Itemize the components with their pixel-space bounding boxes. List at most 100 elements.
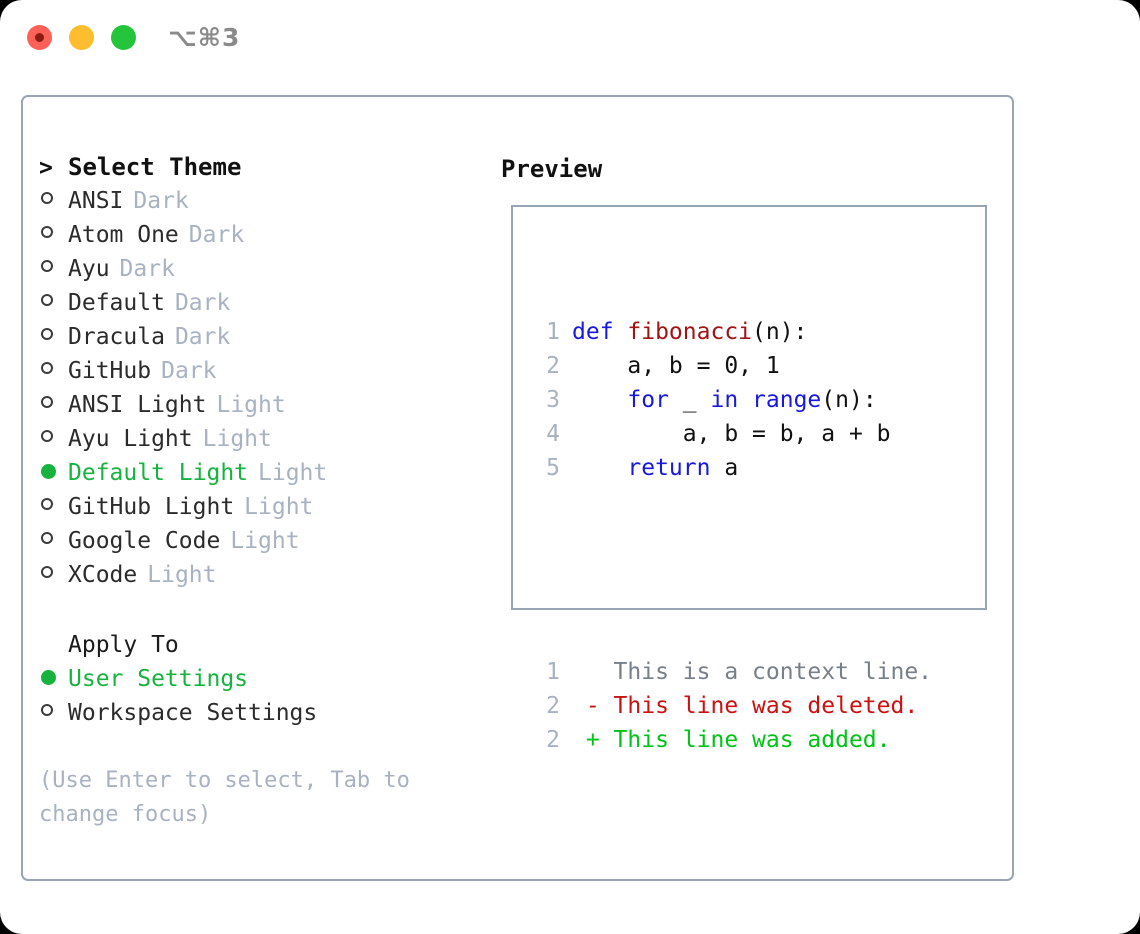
- theme-option-variant: Dark: [161, 358, 217, 384]
- theme-option-label: ANSI Light: [68, 392, 207, 418]
- theme-option-variant: Light: [216, 392, 286, 418]
- theme-option[interactable]: Ayu Light Light: [39, 422, 489, 456]
- code-token: This is a context line.: [572, 659, 933, 685]
- code-token: return: [627, 455, 711, 481]
- theme-option[interactable]: Dracula Dark: [39, 320, 489, 354]
- list-spacer: [39, 592, 489, 628]
- line-number: 5: [546, 455, 560, 481]
- apply-to-title: Apply To: [68, 632, 179, 658]
- theme-option-variant: Light: [202, 426, 272, 452]
- theme-option[interactable]: Default Light Light: [39, 456, 489, 490]
- theme-option[interactable]: Default Dark: [39, 286, 489, 320]
- line-content: return a: [572, 451, 738, 485]
- caret-icon: >: [39, 155, 53, 181]
- theme-option-label: Ayu Light: [68, 426, 193, 452]
- line-number: 2: [546, 353, 560, 379]
- maximize-button[interactable]: [111, 25, 136, 50]
- diff-block: 1 This is a context line.2 - This line w…: [530, 655, 932, 757]
- line-number: 2: [546, 727, 560, 753]
- code-token: a: [710, 455, 739, 481]
- code-line: 3 for _ in range(n):: [530, 383, 932, 417]
- code-token: fibonacci: [627, 319, 753, 345]
- code-token: range: [752, 387, 822, 413]
- minimize-button[interactable]: [69, 25, 94, 50]
- code-line: 5 return a: [530, 451, 932, 485]
- theme-option[interactable]: GitHub Light Light: [39, 490, 489, 524]
- keyboard-hint: (Use Enter to select, Tab to change focu…: [39, 768, 424, 827]
- code-token: a, b = b, a + b: [572, 421, 891, 447]
- line-content: + This line was added.: [572, 723, 891, 757]
- window-controls: [27, 25, 136, 50]
- code-line: 4 a, b = b, a + b: [530, 417, 932, 451]
- theme-option-variant: Light: [147, 562, 217, 588]
- code-token: (n):: [752, 319, 808, 345]
- code-token: - This line was deleted.: [572, 693, 919, 719]
- theme-option[interactable]: Google Code Light: [39, 524, 489, 558]
- apply-to-option[interactable]: User Settings: [39, 662, 489, 696]
- code-token: [572, 455, 627, 481]
- theme-option-variant: Dark: [174, 290, 231, 316]
- theme-option-variant: Dark: [119, 256, 175, 282]
- diff-line: 2 - This line was deleted.: [530, 689, 932, 723]
- theme-option[interactable]: ANSI Light Light: [39, 388, 489, 422]
- apply-to-option-label: User Settings: [68, 666, 249, 692]
- code-line: 1 def fibonacci(n):: [530, 315, 932, 349]
- line-content: a, b = 0, 1: [572, 349, 780, 383]
- line-content: for _ in range(n):: [572, 383, 877, 417]
- theme-option-label: Default Light: [68, 460, 249, 486]
- theme-list-title: Select Theme: [68, 153, 242, 181]
- diff-line: 2 + This line was added.: [530, 723, 932, 757]
- code-blank-line: [530, 553, 932, 587]
- close-button[interactable]: [27, 25, 52, 50]
- theme-list-header: > Select Theme: [39, 150, 489, 184]
- theme-option-variant: Dark: [174, 324, 231, 350]
- code-token: in: [710, 387, 739, 413]
- code-token: for: [627, 387, 669, 413]
- theme-option-variant: Light: [258, 460, 328, 486]
- line-content: def fibonacci(n):: [572, 315, 807, 349]
- theme-option[interactable]: GitHub Dark: [39, 354, 489, 388]
- code-line: 2 a, b = 0, 1: [530, 349, 932, 383]
- theme-option-label: GitHub Light: [68, 494, 235, 520]
- code-token: (n):: [821, 387, 877, 413]
- line-number: 1: [546, 659, 560, 685]
- title-bar: ⌥⌘3: [0, 0, 1140, 78]
- line-content: This is a context line.: [572, 655, 933, 689]
- theme-option-label: XCode: [68, 562, 138, 588]
- theme-option-label: Default: [68, 290, 165, 316]
- theme-option[interactable]: XCode Light: [39, 558, 489, 592]
- theme-option-variant: Light: [244, 494, 314, 520]
- apply-to-header: Apply To: [39, 628, 489, 662]
- code-token: a, b = 0, 1: [572, 353, 780, 379]
- line-number: 1: [546, 319, 560, 345]
- theme-option-label: ANSI: [68, 188, 124, 214]
- theme-option-label: Atom One: [68, 222, 179, 248]
- diff-line: 1 This is a context line.: [530, 655, 932, 689]
- apply-to-option-label: Workspace Settings: [68, 700, 318, 726]
- code-token: + This line was added.: [572, 727, 891, 753]
- code-token: def: [572, 319, 628, 345]
- apply-to-option[interactable]: Workspace Settings: [39, 696, 489, 730]
- keyboard-shortcut-label: ⌥⌘3: [168, 23, 241, 52]
- theme-option-label: Dracula: [68, 324, 165, 350]
- line-number: 2: [546, 693, 560, 719]
- line-number: 4: [546, 421, 560, 447]
- code-token: [738, 387, 752, 413]
- line-content: a, b = b, a + b: [572, 417, 891, 451]
- theme-option-variant: Light: [230, 528, 300, 554]
- theme-option-label: Google Code: [68, 528, 221, 554]
- theme-option-label: GitHub: [68, 358, 152, 384]
- code-token: _: [668, 387, 711, 413]
- code-token: [572, 387, 627, 413]
- line-number: 3: [546, 387, 560, 413]
